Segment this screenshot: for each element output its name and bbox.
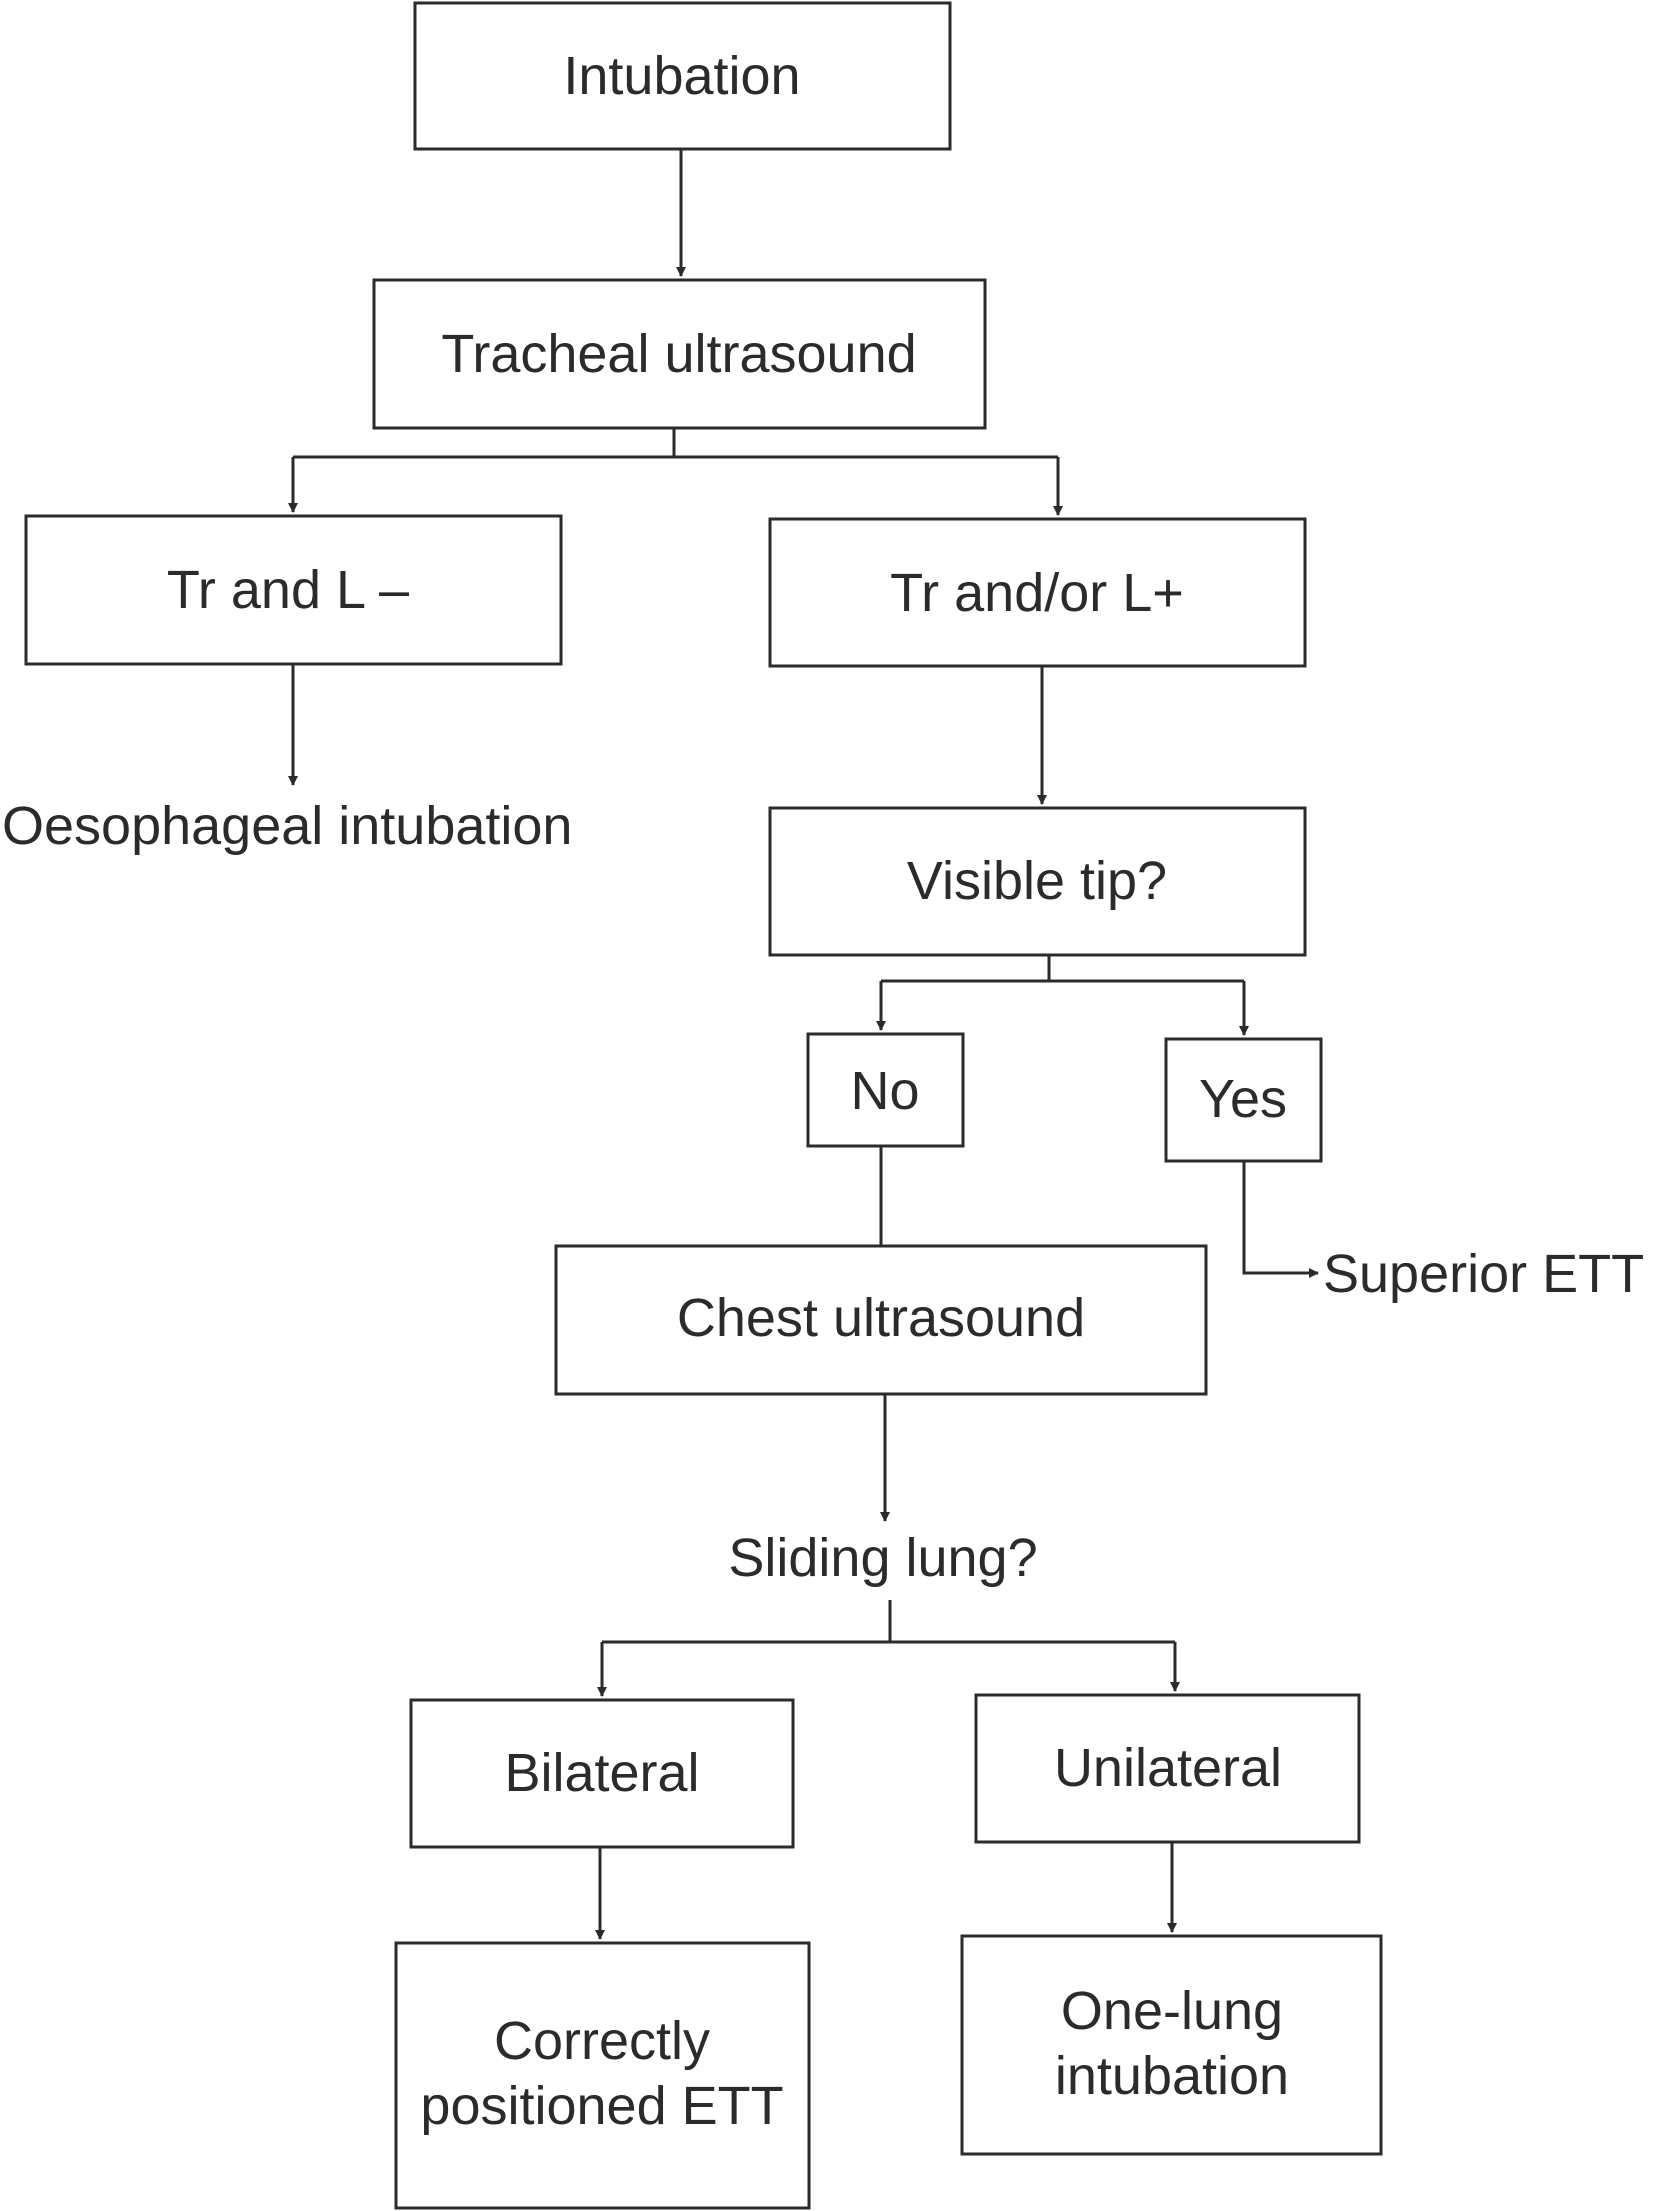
yes-label: Yes (1199, 1069, 1287, 1129)
correctly-positioned-label-line1: Correctly (494, 2011, 710, 2071)
oesophageal-intubation-label: Oesophageal intubation (2, 796, 572, 856)
chest-ultrasound-label: Chest ultrasound (677, 1288, 1085, 1348)
unilateral-box (974, 1693, 1361, 1844)
tr-and-or-l-positive-box (768, 517, 1307, 668)
correctly-positioned-ett-box (394, 1941, 811, 2210)
visible-tip-box (768, 806, 1307, 957)
bilateral-label: Bilateral (504, 1743, 699, 1803)
intubation-box (413, 1, 952, 151)
intubation-label: Intubation (563, 46, 800, 106)
correctly-positioned-label-line2: positioned ETT (420, 2076, 783, 2136)
sliding-lung-label: Sliding lung? (728, 1528, 1037, 1588)
chest-ultrasound-box (554, 1244, 1208, 1396)
visible-tip-label: Visible tip? (907, 851, 1167, 911)
tracheal-ultrasound-label: Tracheal ultrasound (441, 324, 916, 384)
tr-and-l-negative-label: Tr and L – (167, 560, 409, 620)
bilateral-box (409, 1698, 795, 1849)
connector-arrow (1242, 1161, 1319, 1278)
tr-and-l-negative-box (24, 514, 563, 666)
one-lung-intubation-box (960, 1934, 1383, 2156)
no-box (806, 1032, 965, 1148)
no-label: No (850, 1061, 919, 1121)
one-lung-label-line1: One-lung (1061, 1981, 1283, 2041)
tr-and-or-l-positive-label: Tr and/or L+ (890, 563, 1184, 623)
one-lung-label-line2: intubation (1055, 2046, 1289, 2106)
unilateral-label: Unilateral (1054, 1738, 1282, 1798)
superior-ett-label: Superior ETT (1323, 1244, 1644, 1304)
tracheal-ultrasound-box (372, 278, 987, 430)
